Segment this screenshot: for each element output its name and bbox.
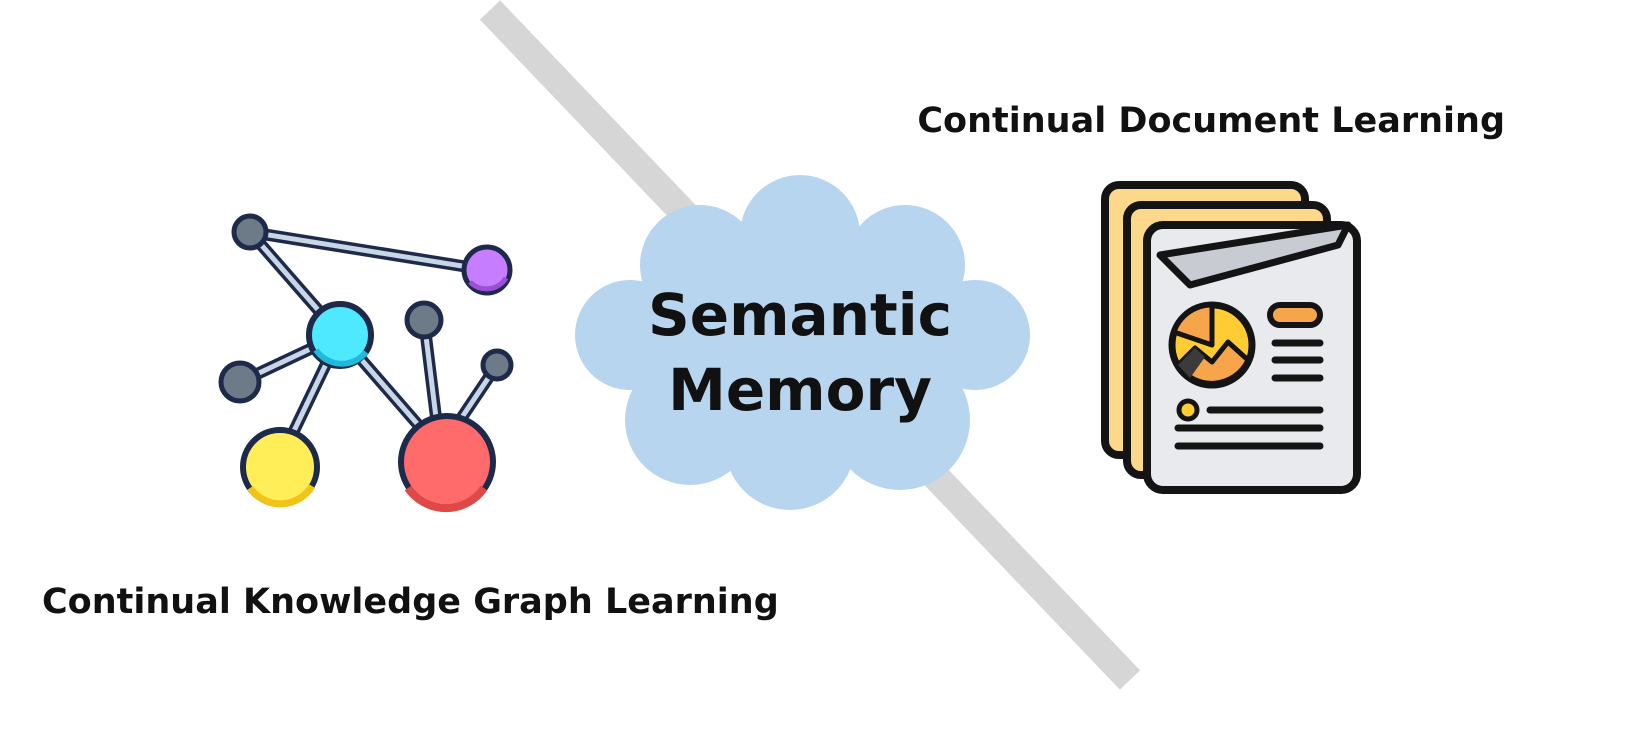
left-title: Continual Knowledge Graph Learning xyxy=(42,582,779,622)
center-line-2: Memory xyxy=(668,356,932,424)
cloud-icon xyxy=(575,175,1030,510)
graph-node-gray xyxy=(218,360,262,404)
document-stack-icon xyxy=(1101,181,1361,494)
graph-node-gray xyxy=(480,348,514,382)
knowledge-graph-icon xyxy=(218,213,514,513)
graph-node-purple xyxy=(461,244,513,296)
right-title: Continual Document Learning xyxy=(917,101,1505,141)
graph-node-gray xyxy=(404,300,444,340)
center-line-1: Semantic xyxy=(648,281,952,349)
graph-node-gray xyxy=(231,213,269,251)
